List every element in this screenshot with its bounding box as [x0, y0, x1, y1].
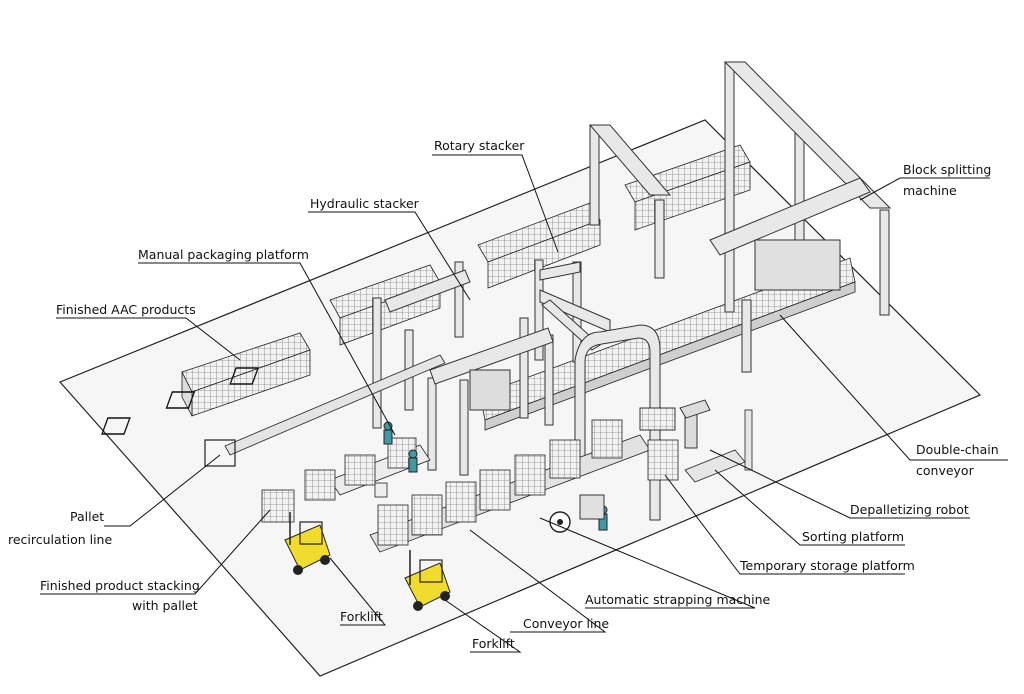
label-manual-packaging: Manual packaging platform: [138, 247, 309, 262]
label-finished-stacking-line2: with pallet: [132, 598, 198, 613]
leader-pallet-recirc: [104, 454, 221, 527]
leader-hydraulic-stacker: [308, 211, 471, 301]
finished-aac-block-stack: [181, 332, 311, 417]
pallet-recirculation-line: [101, 354, 446, 467]
leader-finished-aac: [56, 317, 241, 361]
label-automatic-strapping: Automatic strapping machine: [585, 592, 770, 607]
label-temporary-storage: Temporary storage platform: [739, 558, 915, 573]
leader-block-splitting: [859, 177, 990, 201]
label-hydraulic-stacker: Hydraulic stacker: [310, 196, 420, 211]
manual-packaging-platform: [261, 437, 431, 523]
label-forklift-2: Forklift: [472, 636, 515, 651]
leader-lines: [40, 154, 1008, 653]
automatic-strapping-machine: [549, 494, 605, 533]
label-conveyor-line: Conveyor line: [523, 616, 609, 631]
forklift-1: [284, 512, 331, 575]
label-rotary-stacker: Rotary stacker: [434, 138, 525, 153]
rotary-stacker-block-stack: [477, 202, 601, 289]
conveyor-line: [369, 419, 651, 553]
leader-forklift-1: [329, 557, 387, 626]
leader-rotary-stacker: [432, 154, 559, 253]
leader-forklift-2: [444, 599, 522, 653]
label-pallet-recirc-line1: Pallet: [70, 509, 104, 524]
label-pallet-recirc-line2: recirculation line: [8, 532, 112, 547]
label-forklift-1: Forklift: [340, 609, 383, 624]
label-depalletizing-robot: Depalletizing robot: [850, 502, 969, 517]
sorting-platform: [684, 409, 753, 483]
leader-manual-packaging: [138, 262, 396, 436]
block-splitting-machine: [588, 61, 892, 373]
label-block-splitting-line1: Block splitting: [903, 162, 991, 177]
leader-finished-stacking: [40, 509, 271, 595]
leader-sorting: [714, 469, 905, 546]
label-block-splitting-line2: machine: [903, 183, 957, 198]
label-sorting-platform: Sorting platform: [802, 529, 904, 544]
label-double-chain-line1: Double-chain: [916, 442, 999, 457]
label-finished-aac: Finished AAC products: [56, 302, 196, 317]
strapping-gantry: [574, 324, 661, 521]
forklift-2: [404, 550, 451, 611]
leader-automatic-strapping: [539, 517, 756, 609]
leader-temporary-storage: [664, 474, 905, 575]
leader-conveyor-line: [469, 529, 607, 633]
leader-double-chain: [779, 314, 1008, 461]
label-finished-stacking-line1: Finished product stacking: [40, 578, 200, 593]
temporary-storage-platform: [647, 439, 679, 481]
depalletizing-robot: [639, 399, 711, 449]
label-double-chain-line2: conveyor: [916, 463, 975, 478]
leader-depalletizing: [709, 449, 970, 519]
